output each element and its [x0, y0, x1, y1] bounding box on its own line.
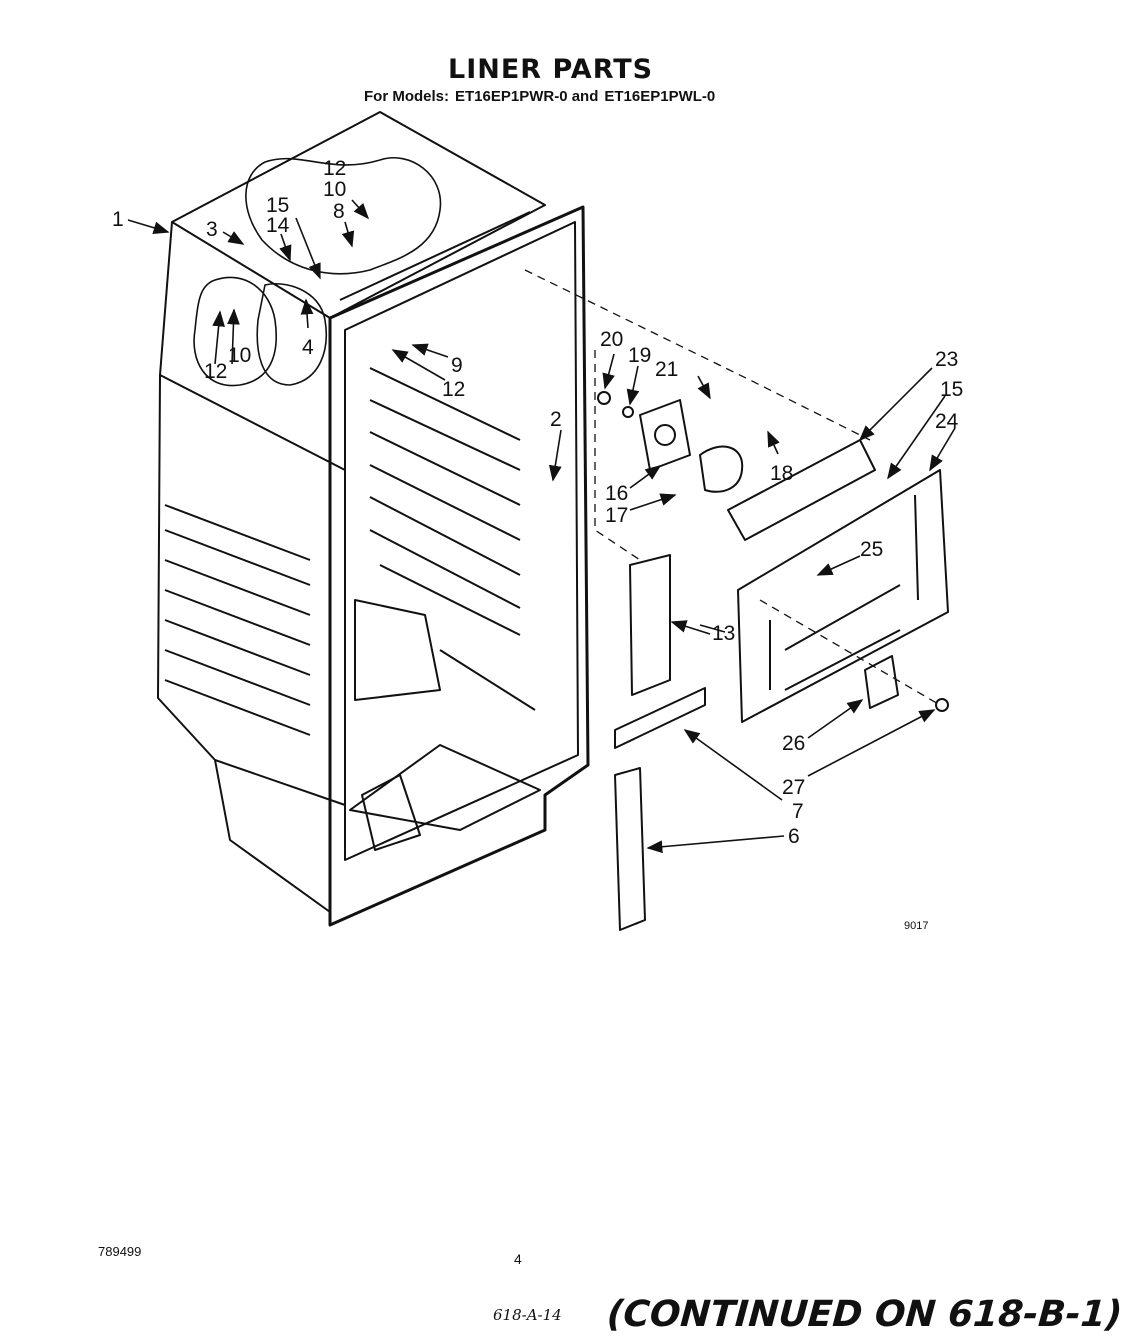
- callout-2: 2: [550, 408, 562, 431]
- cover-24: [737, 469, 949, 723]
- callout-12-lower: 12: [204, 360, 227, 383]
- callout-15-upper: 15: [266, 194, 289, 217]
- callout-23: 23: [935, 348, 958, 371]
- figure-code: 9017: [904, 920, 929, 932]
- callout-17: 17: [605, 504, 628, 527]
- callout-15-right: 15: [940, 378, 963, 401]
- leader-lines: [127, 199, 956, 854]
- callout-7: 7: [792, 800, 804, 823]
- liner-cabinet: [157, 111, 590, 927]
- callout-20: 20: [600, 328, 623, 351]
- continued-note: (CONTINUED ON 618-B-1): [605, 1294, 1124, 1335]
- duct-13: [629, 554, 671, 696]
- page-title: LINER PARTS: [448, 54, 654, 85]
- callout-24: 24: [935, 410, 959, 433]
- callout-10-lower: 10: [228, 344, 251, 367]
- liner-parts-exploded-diagram: 1 2 3 4 6 7 8 9 10 10 12 12 12 13 14 15 …: [112, 111, 963, 931]
- callout-18: 18: [770, 462, 793, 485]
- callout-25: 25: [860, 538, 883, 561]
- handwritten-reference: 618-A-14: [493, 1306, 562, 1324]
- page-number: 4: [514, 1251, 522, 1267]
- callout-12-middle: 12: [442, 378, 465, 401]
- callout-12-upper: 12: [323, 157, 346, 180]
- fan-blade: [699, 445, 744, 493]
- callout-10-upper: 10: [323, 178, 346, 201]
- model-number-b: ET16EP1PWL-0: [604, 88, 716, 105]
- callout-14: 14: [266, 214, 290, 237]
- callout-6: 6: [788, 825, 800, 848]
- callout-13: 13: [712, 622, 735, 645]
- callout-9: 9: [451, 354, 463, 377]
- baffle-27: [614, 687, 706, 749]
- callout-4: 4: [302, 336, 314, 359]
- shroud-23: [727, 439, 876, 541]
- plate-26: [864, 655, 899, 709]
- duct-6: [614, 767, 646, 931]
- callout-8: 8: [333, 200, 345, 223]
- callout-26: 26: [782, 732, 805, 755]
- models-subtitle: For Models: ET16EP1PWR-0 and ET16EP1PWL-0: [364, 88, 721, 105]
- callout-16: 16: [605, 482, 628, 505]
- model-number-a: ET16EP1PWR-0 and: [455, 88, 599, 105]
- callout-1: 1: [112, 208, 124, 231]
- models-prefix: For Models:: [364, 88, 449, 105]
- fan-motor: [639, 399, 691, 471]
- document-number: 789499: [98, 1244, 142, 1259]
- callout-labels: 1 2 3 4 6 7 8 9 10 10 12 12 12 13 14 15 …: [112, 157, 963, 848]
- callout-19: 19: [628, 344, 651, 367]
- callout-21: 21: [655, 358, 678, 381]
- callout-27: 27: [782, 776, 805, 799]
- callout-3: 3: [206, 218, 218, 241]
- components: [524, 269, 949, 931]
